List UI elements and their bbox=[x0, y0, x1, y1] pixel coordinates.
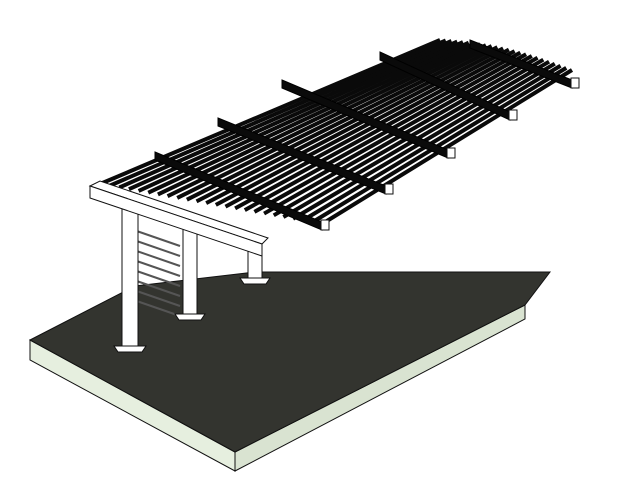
roof-slat bbox=[214, 47, 510, 207]
roof-slat bbox=[157, 41, 476, 197]
roof-slat bbox=[176, 43, 487, 200]
front-beam-face bbox=[89, 185, 263, 257]
roof-crossbeams bbox=[154, 39, 580, 231]
roof-slat bbox=[243, 52, 528, 212]
roof-slat bbox=[166, 42, 482, 198]
roof-slat bbox=[224, 49, 516, 209]
roof-slat bbox=[205, 46, 505, 205]
roof-slat bbox=[320, 68, 574, 226]
crossbeam-end bbox=[570, 77, 580, 89]
post-base-plate bbox=[113, 345, 147, 353]
crossbeam-end bbox=[384, 183, 394, 195]
crossbeam-end bbox=[320, 219, 330, 231]
roof-slat bbox=[311, 66, 568, 224]
roof-slat bbox=[195, 45, 499, 204]
roof-slats bbox=[99, 38, 574, 226]
post bbox=[121, 197, 139, 347]
front-beam bbox=[88, 180, 269, 257]
roof-slat bbox=[185, 44, 493, 202]
roof-slat bbox=[147, 40, 470, 195]
roof-slat bbox=[234, 50, 522, 211]
crossbeam-end bbox=[508, 109, 518, 121]
post-base-plate bbox=[174, 313, 206, 321]
concrete-slab bbox=[28, 271, 552, 472]
crossbeam-end bbox=[446, 147, 456, 159]
post-base-plate bbox=[239, 277, 271, 285]
